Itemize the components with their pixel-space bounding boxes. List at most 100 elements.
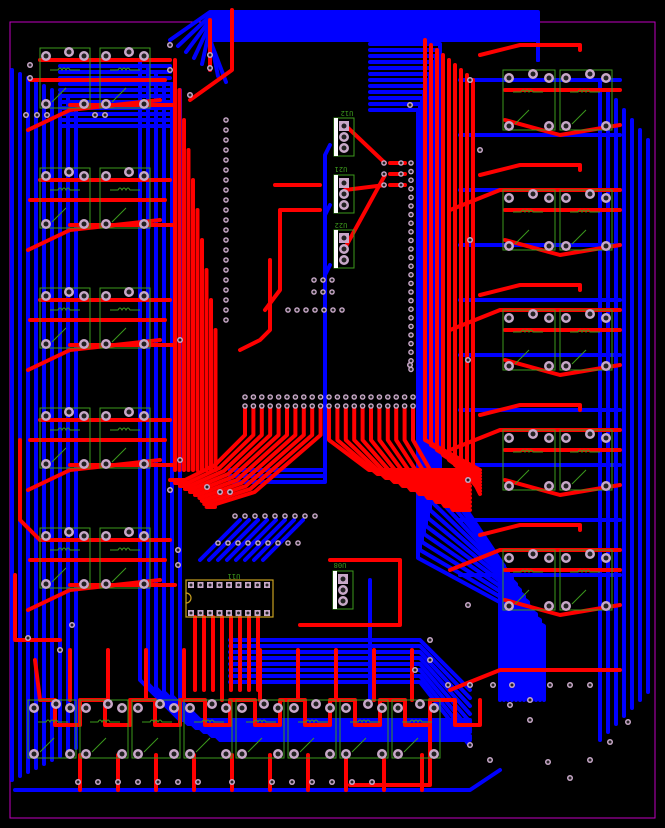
drill-hole: [260, 404, 264, 408]
drill-hole: [568, 776, 572, 780]
drill-hole: [31, 751, 37, 757]
drill-hole: [141, 173, 147, 179]
relay-outline: [559, 189, 613, 251]
drill-hole: [409, 161, 413, 165]
relay-outline: [502, 429, 556, 491]
drill-hole: [563, 315, 569, 321]
ref-label-u21: U21: [335, 165, 348, 173]
drill-hole: [563, 483, 569, 489]
drill-hole: [176, 548, 180, 552]
relay-switch-symbol: [514, 589, 530, 605]
drill-hole: [310, 395, 314, 399]
drill-hole: [587, 551, 593, 557]
drill-hole: [468, 683, 472, 687]
drill-hole: [208, 583, 212, 587]
bottom-trace: [13, 768, 502, 792]
drill-hole: [491, 683, 495, 687]
relay-switch-symbol: [51, 447, 67, 463]
relay-switch-symbol: [514, 469, 530, 485]
drill-hole: [603, 435, 609, 441]
drill-hole: [546, 363, 552, 369]
drill-hole: [253, 514, 257, 518]
drill-hole: [546, 483, 552, 489]
connector-pin1-marker: [334, 230, 338, 268]
drill-hole: [603, 123, 609, 129]
drill-hole: [330, 290, 334, 294]
drill-hole: [341, 123, 347, 129]
drill-hole: [141, 293, 147, 299]
drill-hole: [336, 404, 339, 408]
drill-hole: [218, 611, 221, 615]
drill-hole: [603, 243, 609, 249]
relay-switch-symbol: [91, 737, 107, 753]
drill-hole: [196, 780, 200, 784]
drill-hole: [417, 701, 423, 707]
drill-hole: [394, 395, 398, 399]
bottom-trace: [368, 108, 546, 702]
bottom-trace: [228, 656, 472, 716]
drill-hole: [294, 395, 297, 399]
relay-outline: [39, 527, 91, 589]
drill-hole: [344, 404, 348, 408]
relay-coil-symbol: [513, 329, 543, 334]
relay-coil-symbol: [570, 449, 600, 454]
drill-hole: [293, 514, 297, 518]
drill-hole: [428, 658, 432, 662]
drill-hole: [468, 743, 472, 747]
drill-hole: [243, 404, 247, 408]
drill-hole: [246, 583, 250, 587]
drill-hole: [295, 308, 299, 312]
drill-hole: [26, 636, 30, 640]
drill-hole: [468, 78, 472, 82]
connector-pin1-marker: [334, 175, 338, 213]
drill-hole: [67, 751, 73, 757]
drill-hole: [409, 196, 413, 199]
drill-hole: [530, 71, 536, 77]
drill-hole: [468, 238, 472, 242]
drill-hole: [103, 413, 109, 419]
top-trace: [348, 703, 432, 787]
relay-coil-symbol: [50, 427, 80, 432]
drill-hole: [466, 478, 470, 482]
relay-outline: [39, 167, 91, 229]
drill-hole: [382, 183, 386, 187]
relay-outline: [39, 47, 91, 109]
drill-hole: [409, 213, 413, 217]
drill-hole: [81, 533, 87, 539]
drill-hole: [224, 318, 228, 322]
drill-hole: [603, 483, 609, 489]
drill-hole: [302, 404, 306, 408]
drill-hole: [327, 404, 331, 408]
relay-outline: [235, 699, 285, 759]
drill-hole: [35, 113, 39, 117]
drill-hole: [321, 290, 325, 294]
drill-hole: [243, 395, 247, 399]
drill-hole: [343, 705, 349, 711]
drill-hole: [528, 718, 532, 722]
drill-hole: [322, 308, 326, 312]
drill-hole: [341, 202, 347, 208]
drill-hole: [43, 533, 49, 539]
relay-coil-symbol: [50, 67, 80, 72]
drill-hole: [403, 395, 406, 399]
drill-hole: [141, 101, 147, 107]
top-trace: [394, 404, 472, 504]
drill-hole: [319, 395, 322, 399]
drill-hole: [506, 555, 512, 561]
drill-hole: [563, 123, 569, 129]
top-trace: [238, 258, 272, 352]
drill-hole: [43, 173, 49, 179]
drill-hole: [83, 705, 89, 711]
drill-hole: [105, 701, 111, 707]
drill-hole: [303, 514, 307, 518]
bottom-trace: [234, 518, 278, 562]
drill-hole: [218, 490, 222, 494]
drill-hole: [141, 53, 147, 59]
top-trace: [193, 404, 289, 497]
drill-hole: [58, 648, 62, 652]
relay-outline: [559, 549, 613, 611]
top-trace: [360, 404, 472, 488]
drill-hole: [43, 581, 49, 587]
drill-hole: [399, 183, 403, 187]
